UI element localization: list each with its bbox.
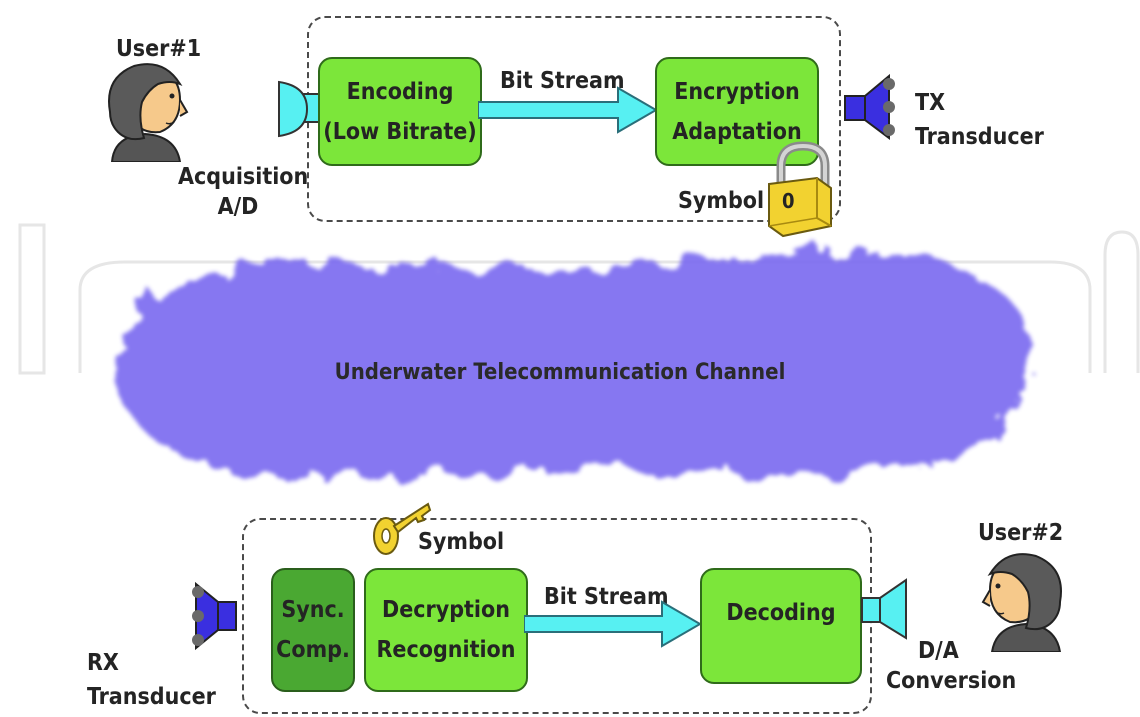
rx-bitstream-arrow bbox=[524, 600, 702, 648]
rx-speaker-icon bbox=[192, 581, 237, 651]
da-line2: Conversion bbox=[886, 668, 1017, 694]
da-line1: D/A bbox=[918, 638, 959, 664]
da-label: D/A bbox=[918, 634, 959, 668]
encryption-line1: Encryption bbox=[674, 78, 800, 105]
decryption-line1: Decryption bbox=[382, 597, 510, 623]
user2-icon bbox=[981, 553, 1062, 652]
rx-symbol-label: Symbol bbox=[418, 529, 505, 555]
decryption-block: Decryption Recognition bbox=[364, 568, 528, 692]
acquisition-label: Acquisition A/D bbox=[178, 162, 309, 222]
lock-icon bbox=[768, 141, 832, 238]
decryption-line2: Recognition bbox=[376, 637, 516, 663]
encoding-line2: (Low Bitrate) bbox=[323, 118, 477, 145]
tx-symbol-label: Symbol bbox=[678, 188, 765, 214]
encoding-line1: Encoding bbox=[346, 78, 454, 105]
encryption-line2: Adaptation bbox=[672, 118, 802, 145]
tx-transducer-label: TX Transducer bbox=[915, 86, 1044, 154]
encryption-block: Encryption Adaptation bbox=[655, 57, 819, 166]
lock-digit: 0 bbox=[782, 189, 795, 213]
acquisition-microphone-icon bbox=[278, 80, 325, 138]
user2-label: User#2 bbox=[978, 520, 1064, 546]
rx-transducer-line1: RX bbox=[87, 650, 119, 676]
key-icon bbox=[373, 502, 432, 555]
da-speaker-icon bbox=[861, 578, 907, 640]
user1-label: User#1 bbox=[116, 36, 202, 62]
user1-icon bbox=[108, 63, 189, 162]
tx-bitstream-label: Bit Stream bbox=[500, 68, 625, 94]
tx-transducer-line1: TX bbox=[915, 90, 946, 116]
encoding-block: Encoding (Low Bitrate) bbox=[318, 57, 482, 166]
rx-transducer-label: RX Transducer bbox=[87, 646, 216, 714]
sync-line1: Sync. bbox=[281, 597, 345, 623]
underwater-channel-cloud bbox=[118, 252, 1032, 478]
sync-line2: Comp. bbox=[276, 637, 350, 663]
channel-label: Underwater Telecommunication Channel bbox=[334, 360, 786, 385]
acquisition-line2: A/D bbox=[217, 194, 259, 220]
rx-bitstream-label: Bit Stream bbox=[544, 584, 669, 610]
tx-speaker-icon bbox=[844, 73, 895, 140]
tx-bitstream-arrow bbox=[478, 86, 658, 134]
tx-transducer-line2: Transducer bbox=[915, 124, 1044, 150]
acquisition-line1: Acquisition bbox=[178, 164, 309, 190]
decoding-block: Decoding bbox=[700, 568, 862, 684]
sync-comp-block: Sync. Comp. bbox=[271, 568, 355, 692]
decoding-line1: Decoding bbox=[726, 600, 836, 626]
rx-transducer-line2: Transducer bbox=[87, 684, 216, 710]
